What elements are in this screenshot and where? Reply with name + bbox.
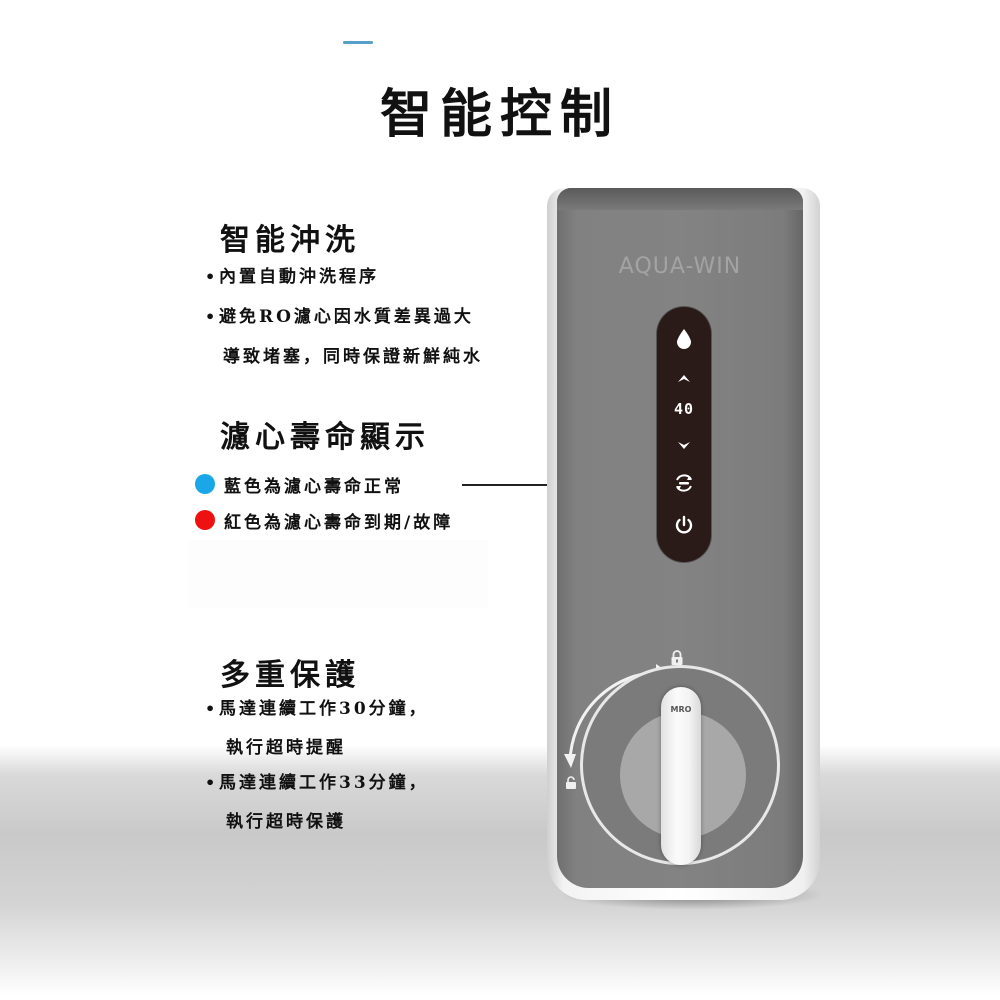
power-icon[interactable] (673, 514, 695, 536)
display-value: 40 (673, 400, 695, 418)
section-title-flush: 智能沖洗 (220, 223, 360, 258)
accent-dash (343, 41, 373, 44)
knob-label: MRO (670, 705, 692, 714)
protection-line-4: 執行超時保護 (226, 812, 346, 832)
control-panel: 40 (657, 307, 711, 562)
flush-line-3: 導致堵塞，同時保證新鮮純水 (223, 347, 483, 367)
legend-normal: 藍色為濾心壽命正常 (224, 477, 404, 497)
bullet-icon: • (205, 307, 219, 326)
brand-logo: AQUA-WIN (618, 254, 742, 279)
protection-line-2: 執行超時提醒 (226, 738, 346, 758)
protection-line-3: •馬達連續工作33分鐘， (205, 773, 429, 793)
device-top-lip (557, 188, 803, 210)
flush-line-2: •避免RO濾心因水質差異過大 (205, 307, 474, 327)
filter-reset-icon[interactable] (673, 472, 695, 494)
lock-open-icon (566, 776, 576, 789)
arrow-up-icon[interactable] (677, 373, 691, 383)
protection-line-1: •馬達連續工作30分鐘， (205, 699, 429, 719)
blue-status-dot-icon (195, 474, 215, 494)
red-status-dot-icon (195, 510, 215, 530)
water-drop-icon[interactable] (676, 329, 692, 349)
section-title-protection: 多重保護 (220, 658, 360, 693)
flush-line-1: •內置自動沖洗程序 (205, 267, 379, 287)
background-floor-band (0, 745, 1000, 995)
bullet-icon: • (205, 267, 219, 286)
bullet-icon: • (205, 773, 219, 792)
knob-handle[interactable] (661, 687, 701, 865)
arrow-down-icon[interactable] (677, 441, 691, 451)
blank-panel (188, 540, 488, 608)
legend-expired: 紅色為濾心壽命到期/故障 (224, 513, 454, 533)
lock-closed-icon (671, 650, 683, 665)
page-title: 智能控制 (379, 84, 620, 145)
bullet-icon: • (205, 699, 219, 718)
section-title-filter-life: 濾心壽命顯示 (220, 420, 430, 455)
